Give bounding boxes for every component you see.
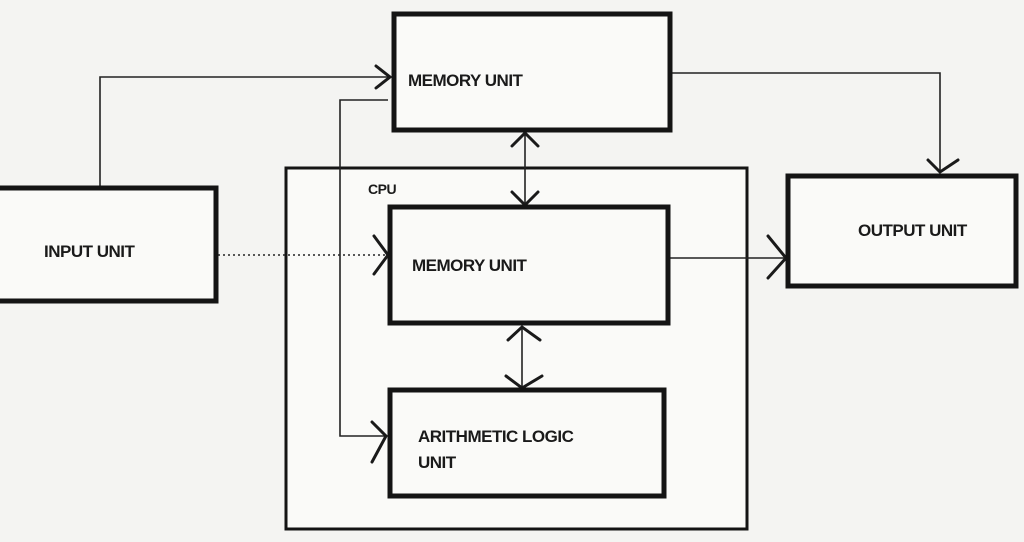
cpu-memory-unit-box xyxy=(387,204,671,326)
arrow-head xyxy=(374,64,393,90)
alu-box xyxy=(387,387,667,499)
alu-label-line1: ARITHMETIC LOGIC xyxy=(418,427,574,446)
output-unit-box xyxy=(785,173,1019,289)
memory-to-alu-line xyxy=(339,99,388,437)
input-unit-box xyxy=(0,185,219,304)
top-memory-unit-label: MEMORY UNIT xyxy=(408,71,524,90)
top-memory-unit-box xyxy=(391,11,673,133)
arrow-head xyxy=(510,130,540,148)
cpu-memory-unit-label: MEMORY UNIT xyxy=(412,256,528,275)
arrow-head xyxy=(766,234,788,280)
alu-label-line2: UNIT xyxy=(418,453,457,472)
input-unit-label: INPUT UNIT xyxy=(44,242,136,261)
arrow-head xyxy=(926,158,960,174)
memory-to-output-line xyxy=(672,72,941,172)
cpu-label: CPU xyxy=(368,181,396,197)
arrow-head xyxy=(506,325,542,342)
arrow-head xyxy=(370,420,388,464)
output-unit-label: OUTPUT UNIT xyxy=(858,221,968,240)
input-to-memory-line xyxy=(99,76,388,186)
